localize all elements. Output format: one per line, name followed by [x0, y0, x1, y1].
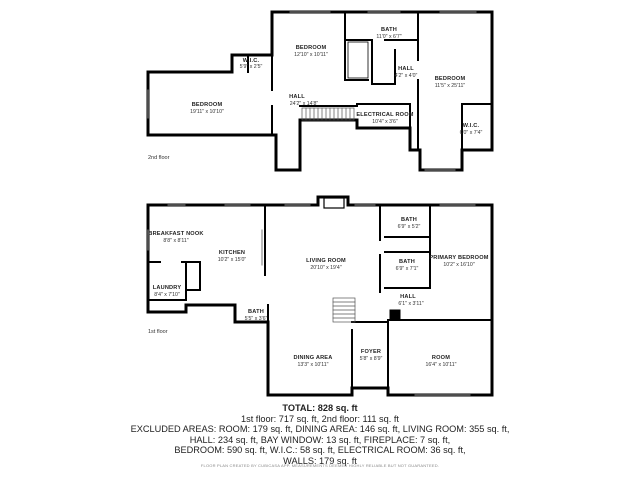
- floor-label: 1st floor: [148, 329, 168, 335]
- second-floor-interior-walls: [231, 11, 493, 151]
- excluded-areas-line: HALL: 234 sq. ft, BAY WINDOW: 13 sq. ft,…: [189, 434, 451, 445]
- room-dimensions: 13'3" x 10'11": [298, 362, 329, 368]
- area-summary: TOTAL: 828 sq. ft 1st floor: 717 sq. ft,…: [0, 403, 640, 467]
- second-floor-windows: [147, 11, 477, 171]
- total-area: TOTAL: 828 sq. ft: [282, 403, 358, 413]
- excluded-areas-line: EXCLUDED AREAS: ROOM: 179 sq. ft, DINING…: [130, 424, 510, 435]
- room-name: ELECTRICAL ROOM: [356, 112, 413, 118]
- room-name: BREAKFAST NOOK: [148, 231, 203, 237]
- room-name: LAUNDRY: [153, 285, 182, 291]
- room-dimensions: 12'10" x 10'11": [294, 52, 328, 58]
- excluded-areas-line: BEDROOM: 590 sq. ft, W.I.C.: 58 sq. ft, …: [174, 445, 466, 456]
- room-dimensions: 5'9" x 2'5": [240, 64, 263, 70]
- room-name: LIVING ROOM: [306, 258, 346, 264]
- second-floor-labels: BEDROOM 12'10" x 10'11" BATH 11'0" x 6'7…: [148, 27, 482, 161]
- room-name: HALL: [289, 94, 305, 100]
- room-dimensions: 6'1" x 3'11": [398, 301, 423, 307]
- room-name: BATH: [248, 309, 264, 315]
- room-dimensions: 24'2" x 14'8": [290, 101, 319, 107]
- utility-box: [389, 309, 401, 321]
- room-name: BEDROOM: [435, 76, 466, 82]
- room-name: DINING AREA: [294, 355, 333, 361]
- floor-label: 2nd floor: [148, 155, 170, 161]
- room-name: FOYER: [361, 349, 381, 355]
- room-name: W.I.C.: [463, 123, 480, 129]
- room-dimensions: 16'4" x 10'11": [426, 362, 457, 368]
- room-dimensions: 6'0" x 7'4": [460, 130, 483, 136]
- room-dimensions: 8'4" x 7'10": [154, 292, 180, 298]
- room-dimensions: 20'10" x 19'4": [310, 265, 341, 271]
- second-floor-stairs: [301, 107, 355, 121]
- room-dimensions: 10'2" x 16'10": [443, 262, 474, 268]
- room-dimensions: 5'8" x 8'9": [360, 356, 383, 362]
- room-name: BEDROOM: [296, 45, 327, 51]
- room-dimensions: 4'2" x 4'0": [395, 73, 418, 79]
- room-dimensions: 11'5" x 25'11": [435, 83, 466, 89]
- second-floor-plan: [146, 10, 494, 172]
- room-dimensions: 11'0" x 6'7": [376, 34, 401, 40]
- first-floor-interior-walls: [147, 204, 493, 396]
- fireplace: [323, 197, 345, 209]
- room-name: ROOM: [432, 355, 450, 361]
- bathtub: [347, 41, 369, 79]
- room-name: HALL: [400, 294, 416, 300]
- room-dimensions: 6'9" x 7'1": [396, 266, 419, 272]
- first-floor-stairs: [332, 297, 356, 323]
- second-floor-outer-wall: [146, 10, 494, 172]
- room-dimensions: 19'11" x 10'10": [190, 109, 224, 115]
- first-floor-plan: [146, 195, 494, 397]
- walls-area: WALLS: 179 sq. ft: [283, 455, 357, 466]
- room-dimensions: 5'5" x 3'6": [245, 316, 268, 322]
- first-floor-labels: BATH 6'9" x 5'2" BREAKFAST NOOK 8'8" x 8…: [148, 217, 489, 368]
- floor-areas: 1st floor: 717 sq. ft, 2nd floor: 111 sq…: [241, 413, 399, 424]
- room-name: BATH: [399, 259, 415, 265]
- room-dimensions: 10'2" x 15'0": [218, 257, 247, 263]
- room-name: W.I.C.: [243, 58, 260, 64]
- room-name: PRIMARY BEDROOM: [429, 255, 488, 261]
- room-dimensions: 10'4" x 3'6": [372, 119, 398, 125]
- room-name: KITCHEN: [219, 250, 245, 256]
- first-floor-windows: [147, 204, 476, 396]
- room-name: HALL: [398, 66, 414, 72]
- room-dimensions: 6'9" x 5'2": [398, 224, 421, 230]
- room-dimensions: 8'8" x 8'11": [163, 238, 188, 244]
- disclaimer: FLOOR PLAN CREATED BY CUBICASA APP. MEAS…: [200, 463, 440, 468]
- room-name: BATH: [381, 27, 397, 33]
- room-name: BEDROOM: [192, 102, 223, 108]
- room-name: BATH: [401, 217, 417, 223]
